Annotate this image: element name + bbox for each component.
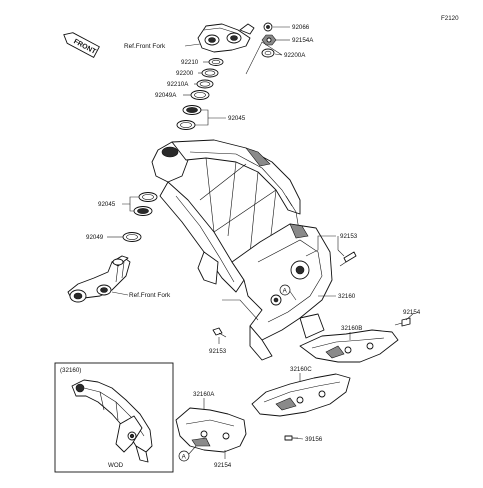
label-92210A: 92210A [167, 81, 189, 88]
label-92045-mid: 92045 [98, 201, 116, 208]
label-ref-front-fork-top: Ref.Front Fork [124, 43, 166, 50]
label-92154-right: 92154 [403, 309, 421, 316]
label-92153-left: 92153 [209, 348, 227, 355]
label-92049A: 92049A [155, 92, 177, 99]
guard-32160C-illustration [251, 373, 351, 417]
label-92066: 92066 [292, 24, 310, 31]
label-92153-right: 92153 [340, 233, 358, 240]
label-32160B: 32160B [341, 325, 362, 332]
figure-code: F2120 [441, 15, 459, 22]
screw-39156 [284, 435, 298, 441]
label-ref-front-fork-bottom: Ref.Front Fork [129, 292, 171, 299]
bolt-92154-right [394, 317, 411, 327]
callout-a-top: A [279, 284, 291, 296]
label-32160A: 32160A [193, 391, 215, 398]
callout-a-bottom: A [178, 450, 190, 462]
front-arrow-icon: FRONT [63, 32, 100, 58]
svg-text:A: A [182, 453, 187, 460]
lower-fork-clamp-illustration [67, 255, 131, 303]
lower-bearing-stack [122, 192, 158, 242]
inset-box: (32160) WOD [54, 362, 174, 473]
label-92154A: 92154A [292, 37, 314, 44]
bolt-92153-right [339, 251, 357, 267]
inset-frame-illustration [71, 379, 153, 463]
label-32160C: 32160C [290, 366, 312, 373]
stem-nut-parts [261, 22, 277, 58]
label-92049: 92049 [86, 234, 104, 241]
cover-32160A-illustration [175, 407, 247, 453]
leader-lines [107, 26, 415, 459]
inset-footer: WOD [108, 462, 124, 469]
label-92200A: 92200A [284, 52, 306, 59]
inset-title: (32160) [60, 367, 81, 374]
svg-text:A: A [283, 287, 288, 294]
label-32160: 32160 [338, 293, 356, 300]
top-bridge-illustration [197, 23, 255, 53]
label-39156: 39156 [305, 436, 323, 443]
label-92045-top: 92045 [228, 115, 246, 122]
label-92200: 92200 [176, 70, 194, 77]
cover-32160B-illustration [299, 329, 399, 363]
label-92210: 92210 [181, 59, 199, 66]
label-92154-bottom: 92154 [214, 462, 232, 469]
main-frame-illustration [151, 139, 333, 361]
bolt-92153-left [212, 327, 227, 338]
